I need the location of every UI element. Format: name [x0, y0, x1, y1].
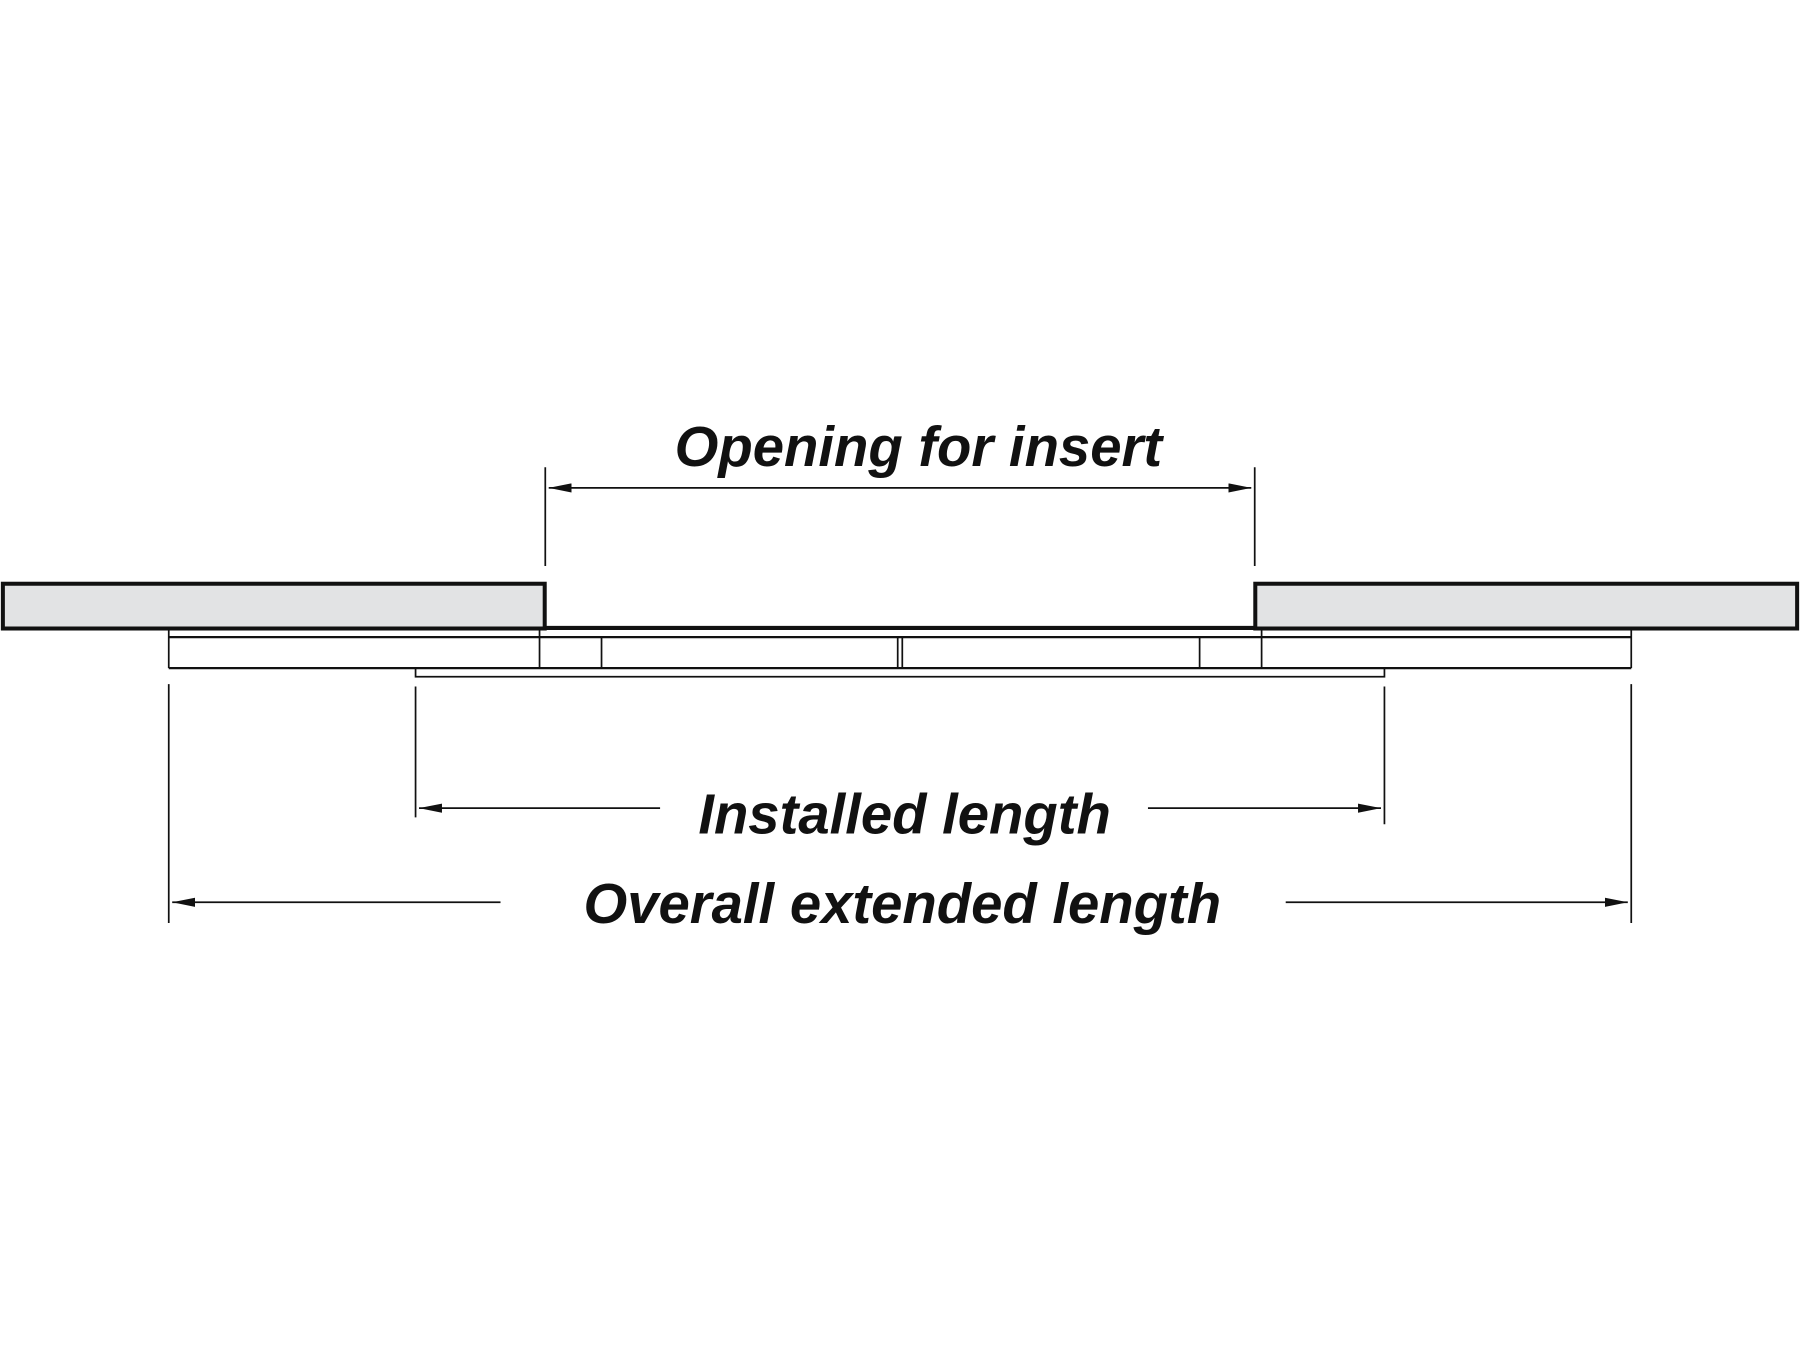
installed-length-label: Installed length	[698, 782, 1111, 845]
opening-label: Opening for insert	[675, 415, 1165, 478]
right-table-panel	[1253, 581, 1800, 631]
installed-length-dimension	[414, 686, 1386, 825]
overall-length-label: Overall extended length	[583, 872, 1221, 935]
slide-assembly	[167, 630, 1633, 678]
overall-length-dimension	[167, 684, 1633, 923]
left-table-panel	[0, 581, 547, 631]
opening-dimension	[544, 467, 1256, 566]
